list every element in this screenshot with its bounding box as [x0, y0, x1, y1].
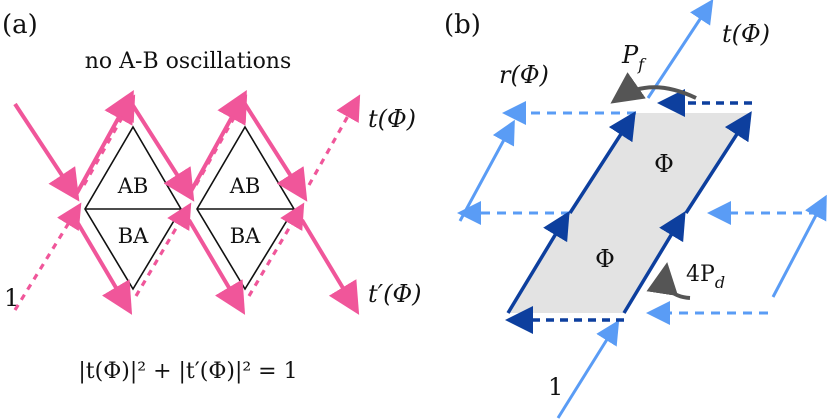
panel-b-r-label: r(Φ) — [499, 61, 549, 89]
panel-b-input-label: 1 — [548, 373, 563, 401]
pf-curved-arrow — [610, 72, 697, 104]
flux-plaquette-lower — [508, 213, 686, 313]
pf-label: Pf — [621, 41, 647, 74]
cell-1-top-label: AB — [117, 174, 149, 198]
cell-2-bottom-label: BA — [230, 224, 261, 248]
panel-b-t-label: t(Φ) — [722, 20, 770, 48]
dark-blue-dashed-arrows — [505, 89, 752, 334]
pink-arrows — [13, 89, 360, 315]
panel-a: (a) no A-B oscillations AB BA AB BA — [2, 10, 422, 384]
pink-dashed-arrows — [13, 94, 361, 311]
panel-a-t-label: t(Φ) — [368, 105, 416, 133]
pd-curved-arrow — [646, 262, 691, 300]
cell-2-top-label: AB — [229, 174, 261, 198]
panel-a-tprime-label: t′(Φ) — [368, 280, 422, 308]
diamond-cell-1: AB BA — [84, 125, 182, 291]
panel-a-label: (a) — [2, 10, 38, 40]
flux-label-lower: Φ — [595, 245, 615, 273]
panel-a-equation: |t(Φ)|² + |t′(Φ)|² = 1 — [78, 359, 297, 384]
flux-plaquette-upper — [570, 113, 752, 213]
panel-b: (b) — [444, 0, 827, 419]
cell-1-bottom-label: BA — [118, 224, 149, 248]
panel-a-title: no A-B oscillations — [85, 49, 292, 74]
panel-a-input-label: 1 — [4, 284, 19, 312]
pd-label: 4Pd — [686, 262, 725, 292]
panel-b-label: (b) — [444, 10, 481, 40]
dark-blue-edge-arrows — [506, 111, 752, 314]
flux-label-upper: Φ — [654, 150, 674, 178]
